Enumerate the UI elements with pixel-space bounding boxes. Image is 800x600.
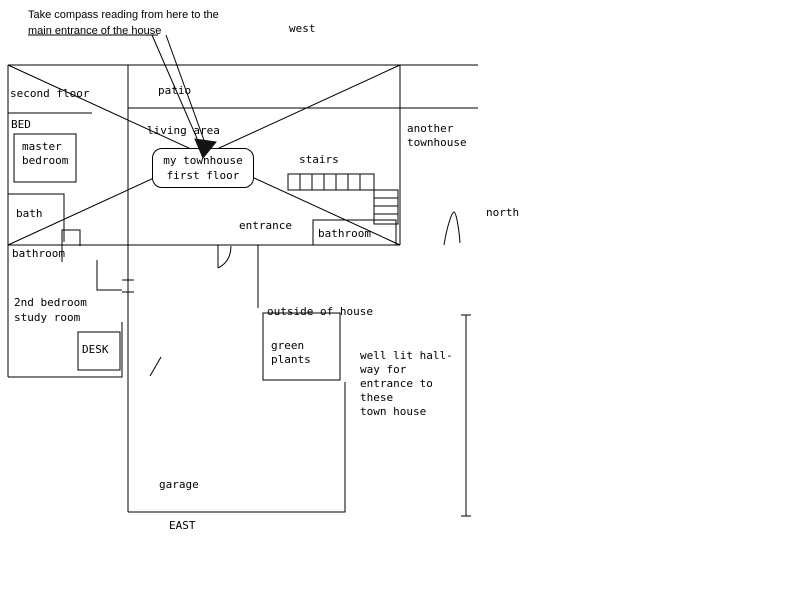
stairs-row-treads bbox=[299, 174, 361, 190]
green-plants-outline bbox=[262, 312, 341, 381]
desk-outline bbox=[77, 331, 121, 371]
annotation-pointer-1 bbox=[151, 34, 200, 144]
townhouse-box: my townhouse first floor bbox=[152, 148, 254, 188]
stairs-drawing bbox=[287, 173, 399, 225]
wall-garage-bottom-right bbox=[128, 382, 346, 513]
stairs-column-treads bbox=[374, 197, 398, 215]
doors-and-marks bbox=[149, 211, 461, 377]
bathroom-upper-outline bbox=[312, 219, 397, 246]
townhouse-box-label: my townhouse first floor bbox=[163, 154, 243, 182]
annotation-pointer-2 bbox=[165, 34, 206, 144]
stairs-column bbox=[373, 189, 399, 225]
lower-left-room-outline bbox=[8, 322, 123, 378]
master-bedroom-outline bbox=[13, 133, 77, 183]
stairs-row bbox=[287, 173, 375, 191]
closet-lines bbox=[96, 260, 122, 291]
bath-outline bbox=[8, 193, 65, 242]
sightlines bbox=[7, 34, 401, 246]
walls bbox=[7, 64, 478, 517]
door-notch bbox=[61, 229, 81, 262]
north-squiggle bbox=[443, 211, 461, 246]
door-swing-arc bbox=[217, 245, 232, 269]
door-swing-lower bbox=[149, 356, 162, 377]
